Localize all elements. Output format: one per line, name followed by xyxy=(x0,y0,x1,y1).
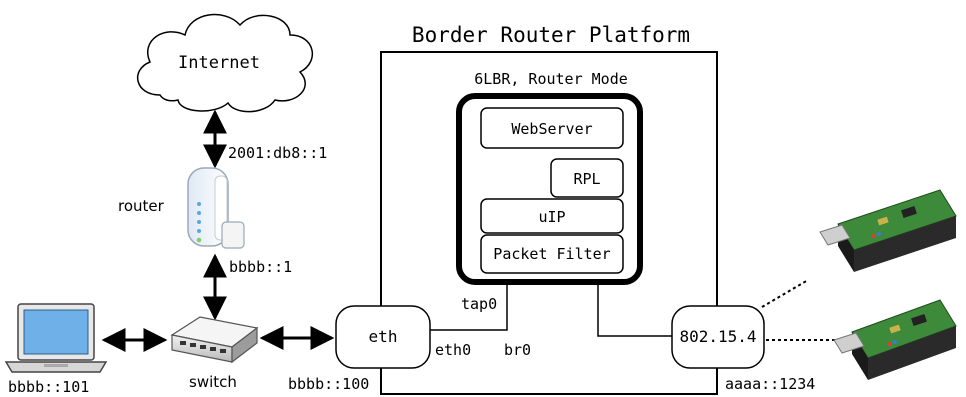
switch-icon xyxy=(170,316,259,364)
packet-filter-label: Packet Filter xyxy=(493,245,610,263)
router-lan-address: bbbb::1 xyxy=(229,258,292,276)
rpl-block xyxy=(550,158,624,198)
switch-label: switch xyxy=(189,373,237,391)
uip-block xyxy=(480,198,624,234)
internet-router-address: 2001:db8::1 xyxy=(228,144,327,162)
tap0-label: tap0 xyxy=(461,295,497,313)
uip-label: uIP xyxy=(538,208,565,226)
internet-label: Internet xyxy=(178,53,260,73)
laptop-address: bbbb::101 xyxy=(8,378,89,396)
eth-interface-label: eth xyxy=(369,327,398,346)
radio-address: aaaa::1234 xyxy=(725,375,815,393)
mote-2-icon xyxy=(833,299,957,380)
platform-box xyxy=(380,51,718,395)
packet-filter-block xyxy=(480,234,624,274)
mode-label: 6LBR, Router Mode xyxy=(474,70,628,88)
radio-interface-box xyxy=(671,305,765,369)
tap0-wire xyxy=(430,282,508,331)
eth0-label: eth0 xyxy=(435,341,471,359)
mote-1-icon xyxy=(819,189,957,272)
eth-address: bbbb::100 xyxy=(288,375,369,393)
router-label: router xyxy=(118,197,165,215)
radio-wire xyxy=(597,282,672,337)
laptop-icon xyxy=(4,303,108,373)
eth-interface-box xyxy=(335,305,431,369)
radio-interface-label: 802.15.4 xyxy=(679,327,756,346)
br0-label: br0 xyxy=(504,341,531,359)
rpl-label: RPL xyxy=(573,170,600,188)
router-icon xyxy=(187,167,245,249)
platform-title: Border Router Platform xyxy=(412,23,690,47)
webserver-block xyxy=(480,107,624,149)
mote-1-link xyxy=(761,279,809,308)
webserver-label: WebServer xyxy=(511,120,592,138)
